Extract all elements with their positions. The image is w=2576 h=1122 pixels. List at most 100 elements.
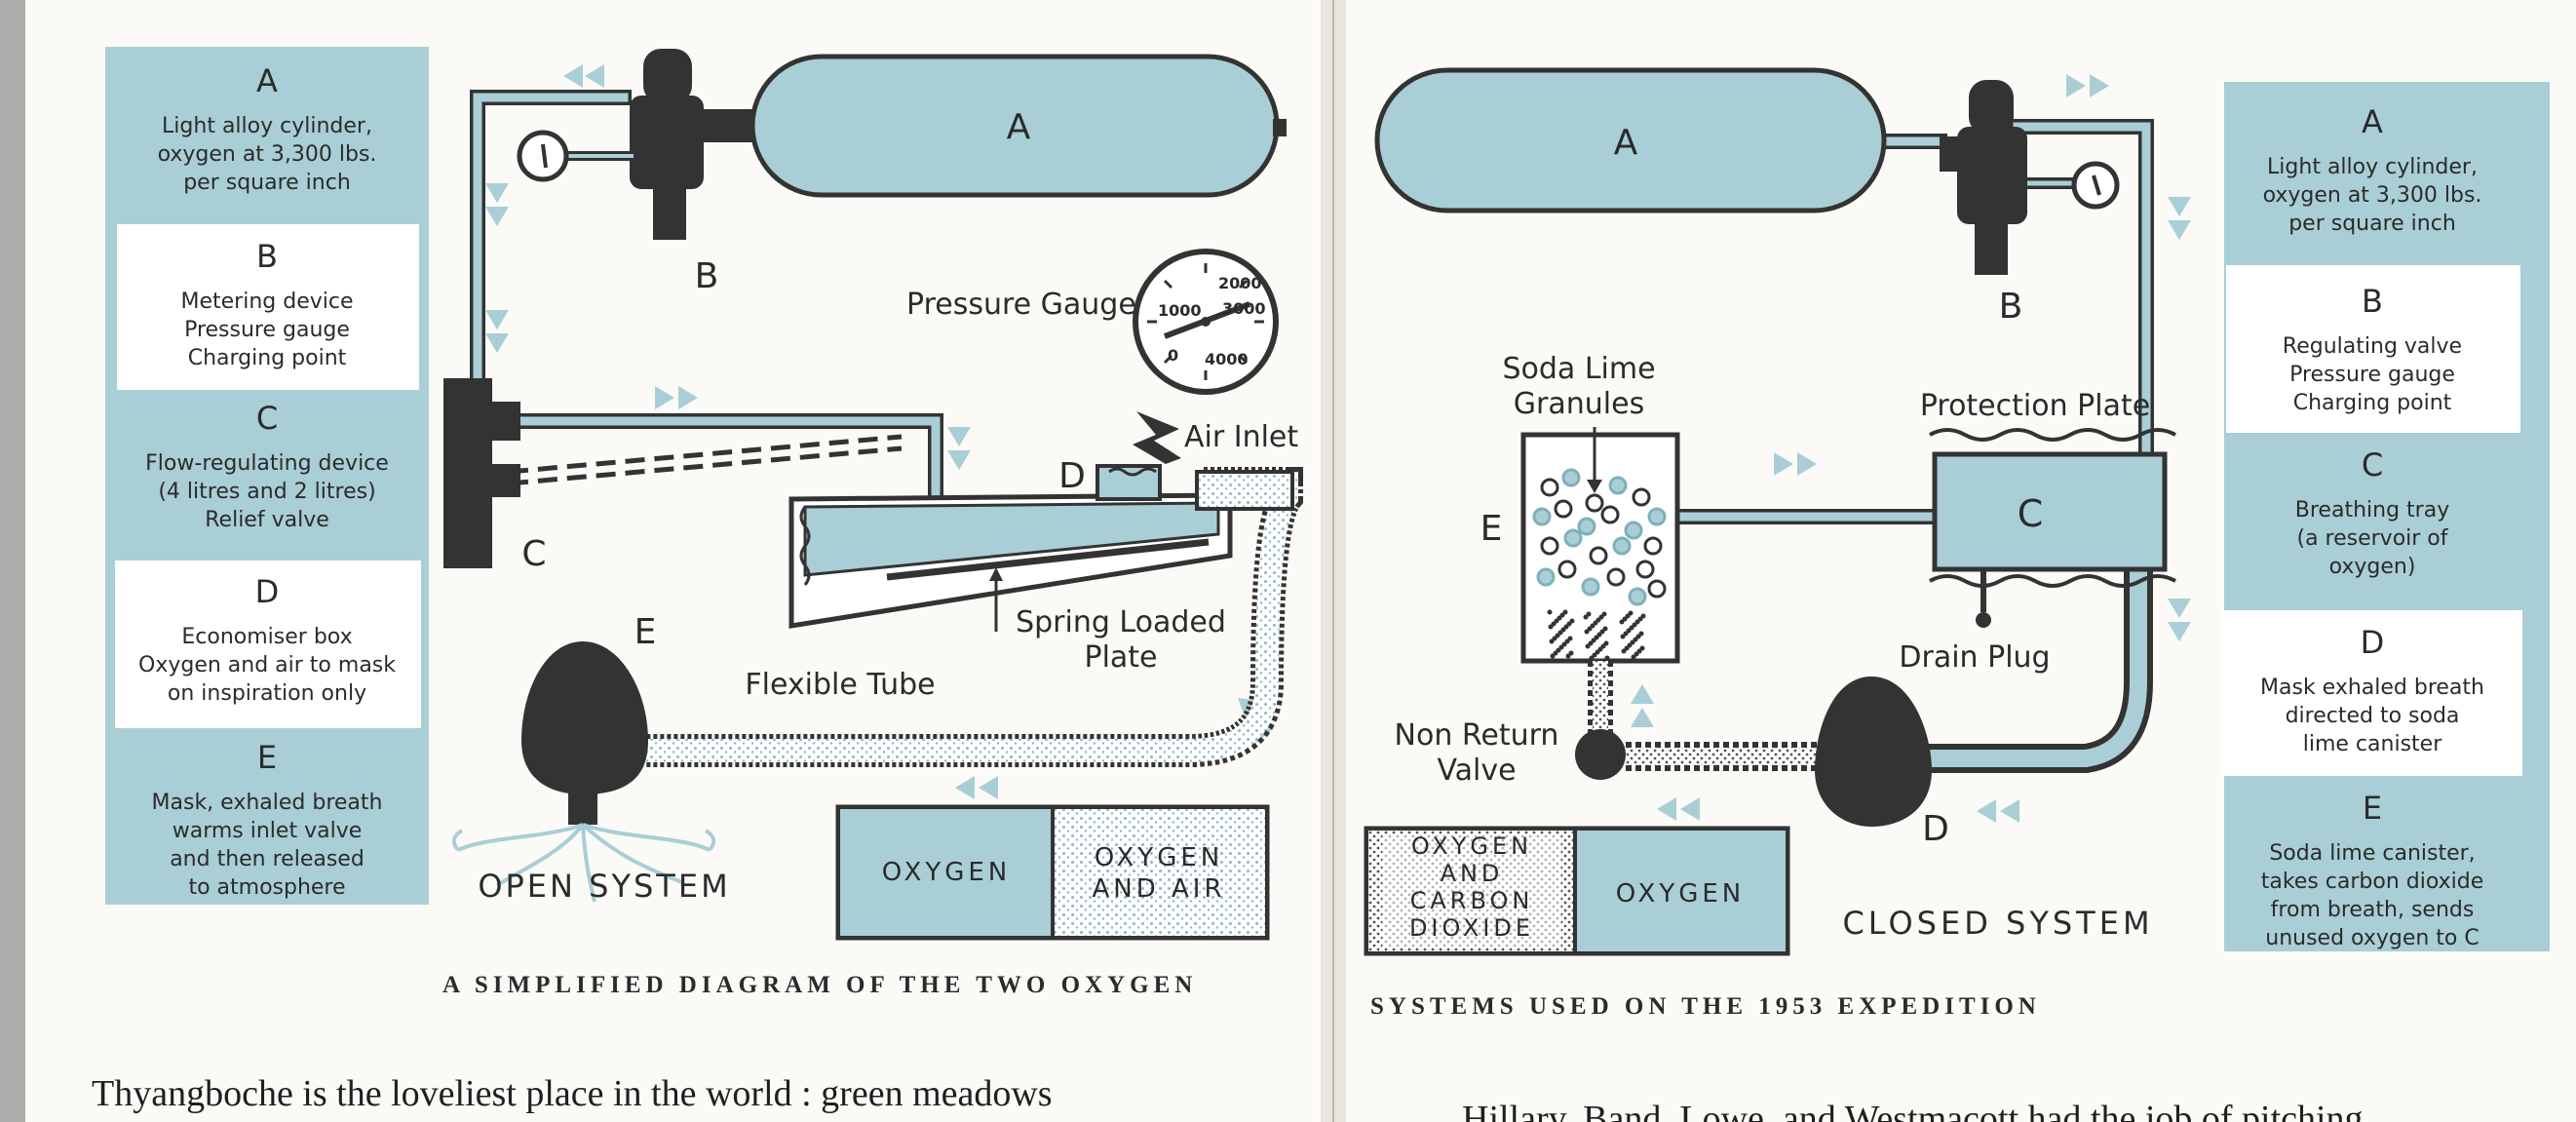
flexible-tube-label: Flexible Tube xyxy=(745,668,935,702)
granule-dust xyxy=(1586,611,1592,617)
spring-loaded-plate xyxy=(886,538,1210,581)
non-return-label-1: Non Return xyxy=(1395,718,1559,753)
regulating-valve xyxy=(1940,80,2027,275)
legend-letter-d: D xyxy=(2361,624,2385,661)
granule-dust xyxy=(1603,640,1609,646)
legend-letter-c: C xyxy=(2362,446,2383,484)
drain-plug xyxy=(1976,569,1991,628)
body-text-left: Thyangboche is the loveliest place in th… xyxy=(92,1073,1053,1114)
granule xyxy=(1532,507,1552,526)
flow-regulator xyxy=(443,378,520,568)
legend-e-line: to atmosphere xyxy=(188,875,345,900)
key-oxygen-swatch xyxy=(840,809,1053,936)
granule xyxy=(1643,536,1663,556)
left-page-edge xyxy=(0,0,25,1122)
gauge-tick-0: 0 xyxy=(1168,346,1178,365)
cylinder-label-right: A xyxy=(1614,123,1638,163)
legend-b-line: Regulating valve xyxy=(2283,334,2462,359)
body-text-right: Hillary, Band, Lowe, and Westmacott had … xyxy=(1462,1099,2364,1122)
cylinder-end-cap xyxy=(1273,119,1287,136)
economiser-box xyxy=(788,464,1233,632)
legend-c-line: Flow-regulating device xyxy=(145,451,389,476)
bypass-dash-1 xyxy=(508,434,903,475)
legend-d-line: lime canister xyxy=(2303,732,2442,756)
legend-letter-e: E xyxy=(257,739,277,776)
legend-b-line: Charging point xyxy=(188,346,347,370)
metering-device-label: B xyxy=(695,256,719,296)
legend-c-line: (4 litres and 2 litres) xyxy=(158,480,375,504)
non-return-valve xyxy=(1575,729,1626,780)
key-co2-label-1: OXYGEN xyxy=(1411,832,1532,860)
protection-plate-wave xyxy=(1929,428,2176,442)
legend-d-line: directed to soda xyxy=(2286,704,2460,728)
left-key: OXYGEN OXYGEN AND AIR xyxy=(835,804,1270,941)
legend-e-line: takes carbon dioxide xyxy=(2261,870,2484,894)
legend-d-box xyxy=(115,561,421,728)
cylinder-label: A xyxy=(1007,107,1031,147)
key-oxygen-right-label: OXYGEN xyxy=(1616,879,1746,909)
granule xyxy=(1557,560,1577,579)
granule xyxy=(1563,528,1583,548)
granule-dust xyxy=(1604,655,1610,661)
small-pressure-gauge-right xyxy=(2071,161,2120,210)
small-pressure-gauge xyxy=(517,130,634,182)
right-key: OXYGEN AND CARBON DIOXIDE OXYGEN xyxy=(1364,826,1790,956)
legend-d-line: Oxygen and air to mask xyxy=(138,653,396,677)
gauge-tick-1000: 1000 xyxy=(1158,301,1202,320)
key-oxygen-air-label-2: AND AIR xyxy=(1092,874,1225,904)
spring-plate-label-1: Spring Loaded xyxy=(1016,605,1226,639)
key-co2-label-3: CARBON xyxy=(1410,887,1534,914)
legend-b-line: Metering device xyxy=(181,290,354,314)
granule xyxy=(1540,478,1559,497)
open-system-mask xyxy=(451,641,716,903)
legend-letter-d: D xyxy=(255,573,280,610)
legend-e-line: Soda lime canister, xyxy=(2269,841,2475,866)
oxygen-cylinder-right xyxy=(1374,67,1887,213)
pressure-gauge: 2000 1000 3000 0 4000 xyxy=(1133,249,1279,395)
legend-c-line: (a reservoir of xyxy=(2296,526,2448,551)
legend-c-line: oxygen) xyxy=(2329,555,2416,579)
breathing-tray xyxy=(1932,451,2168,572)
granule-dust xyxy=(1628,610,1634,616)
gauge-tick-2000: 2000 xyxy=(1218,274,1262,292)
granule xyxy=(1612,536,1632,556)
legend-a-line: per square inch xyxy=(2288,212,2456,236)
spring-plate-label-2: Plate xyxy=(1084,640,1157,675)
granule-dust xyxy=(1547,609,1553,615)
key-co2-label-2: AND xyxy=(1441,860,1504,887)
granule xyxy=(1540,536,1559,556)
legend-letter-b: B xyxy=(2362,283,2383,320)
granule xyxy=(1632,487,1651,507)
granule xyxy=(1600,505,1620,524)
key-oxygen-label: OXYGEN xyxy=(882,858,1012,887)
granule-dust xyxy=(1568,650,1574,656)
granule xyxy=(1536,567,1556,587)
granule-dust xyxy=(1638,631,1644,637)
legend-a-line: oxygen at 3,300 lbs. xyxy=(158,142,377,167)
closed-mask-label: D xyxy=(1922,809,1949,849)
granule xyxy=(1635,560,1655,579)
flow-regulator-label: C xyxy=(521,534,546,574)
legend-b-line: Pressure gauge xyxy=(184,318,350,342)
metering-device xyxy=(630,49,754,240)
granule xyxy=(1647,507,1667,526)
key-oxygen-air-label-1: OXYGEN xyxy=(1095,843,1224,872)
key-oxygen-air-swatch xyxy=(1053,809,1265,936)
granule xyxy=(1628,587,1647,606)
legend-e-line: unused oxygen to C xyxy=(2265,926,2479,950)
caption-left: A SIMPLIFIED DIAGRAM OF THE TWO OXYGEN xyxy=(442,972,1197,998)
granule xyxy=(1608,476,1628,495)
legend-b-line: Pressure gauge xyxy=(2289,363,2455,387)
tray-wave-lower xyxy=(1929,574,2176,588)
granule xyxy=(1606,567,1626,587)
protection-plate-label: Protection Plate xyxy=(1920,389,2150,423)
air-inlet-label: Air Inlet xyxy=(1184,420,1298,454)
legend-b-line: Charging point xyxy=(2293,391,2452,415)
gauge-tick-3000: 3000 xyxy=(1222,299,1266,318)
legend-d-line: on inspiration only xyxy=(168,681,366,706)
legend-letter-a: A xyxy=(2362,103,2383,140)
granule-dust xyxy=(1602,626,1608,632)
key-co2-label-4: DIOXIDE xyxy=(1409,914,1534,942)
open-system-title: OPEN SYSTEM xyxy=(478,868,730,905)
